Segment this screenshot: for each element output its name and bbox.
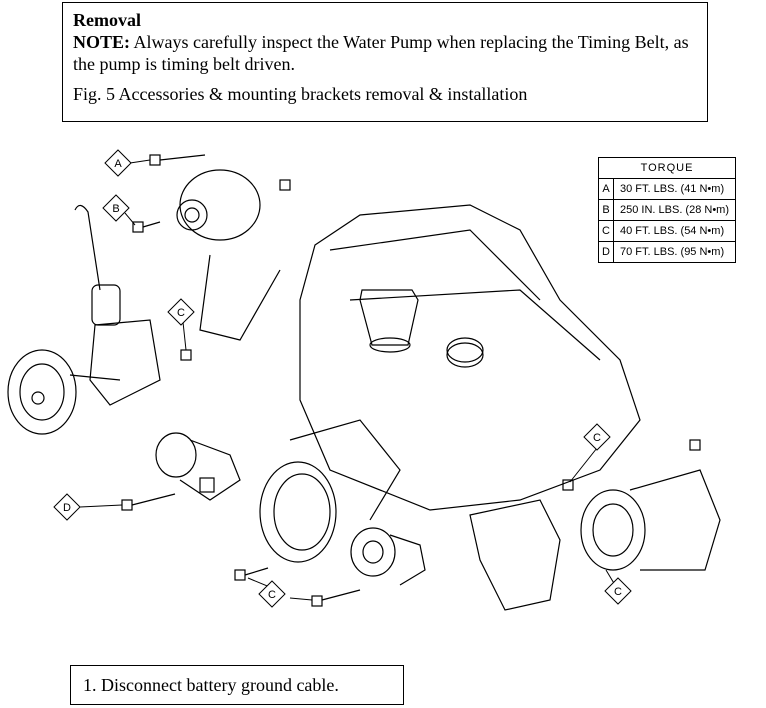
ac-compressor [580,469,721,571]
torque-letter: B [598,199,614,221]
torque-value: 30 FT. LBS. (41 N•m) [612,178,737,200]
note-label: NOTE: [73,32,131,52]
bolt-c-lower [234,567,269,581]
compressor-bracket [469,499,561,611]
idler-pulley [350,527,426,586]
callout-c3: C [583,423,611,451]
step-1-text: 1. Disconnect battery ground cable. [83,675,339,695]
bolt-top-right [689,439,701,451]
torque-value: 250 IN. LBS. (28 N•m) [612,199,737,221]
belt-tensioner [155,432,241,501]
nut-alternator [279,179,291,191]
engine-block [299,204,641,511]
callout-c4-label: C [614,586,622,598]
callout-b1-label: B [112,203,119,215]
callout-c4: C [604,577,632,605]
torque-row: D 70 FT. LBS. (95 N•m) [598,241,737,263]
callout-c1: C [167,298,195,326]
torque-letter: A [598,178,614,200]
header-box: Removal NOTE: Always carefully inspect t… [62,2,708,122]
crankshaft-pulley [259,419,401,563]
bolt-b [132,221,161,233]
bolt-a [149,154,206,166]
step-box: 1. Disconnect battery ground cable. [70,665,404,705]
torque-value: 40 FT. LBS. (54 N•m) [612,220,737,242]
torque-letter: D [598,241,614,263]
torque-row: B 250 IN. LBS. (28 N•m) [598,199,737,221]
callout-c2-label: C [268,589,276,601]
nut-c-right [562,479,574,491]
torque-row: C 40 FT. LBS. (54 N•m) [598,220,737,242]
callout-c3-label: C [593,432,601,444]
callout-a1-label: A [114,158,122,170]
bolt-d [121,493,176,511]
nut-c [180,349,192,361]
torque-value: 70 FT. LBS. (95 N•m) [612,241,737,263]
note-text: Always carefully inspect the Water Pump … [73,32,689,74]
callout-a1: A [104,149,132,177]
power-steering-pump [7,204,161,435]
alternator [176,169,281,341]
torque-row: A 30 FT. LBS. (41 N•m) [598,178,737,200]
leader-lines [79,159,619,601]
bolt-c-lower-2 [311,589,361,607]
callout-d1-label: D [63,502,71,514]
torque-heading: TORQUE [597,157,737,179]
callout-b1: B [102,194,130,222]
torque-table: TORQUE A 30 FT. LBS. (41 N•m) B 250 IN. … [597,157,737,263]
callout-d1: D [53,493,81,521]
torque-letter: C [598,220,614,242]
note-paragraph: NOTE: Always carefully inspect the Water… [73,31,697,75]
callout-c1-label: C [177,307,185,319]
oil-filler-cap [446,337,484,368]
figure-caption: Fig. 5 Accessories & mounting brackets r… [73,84,528,104]
distributor [359,289,419,353]
engine-accessories-diagram: A B C D C C C [7,149,721,611]
section-title: Removal [73,10,141,30]
callout-c2: C [258,580,286,608]
